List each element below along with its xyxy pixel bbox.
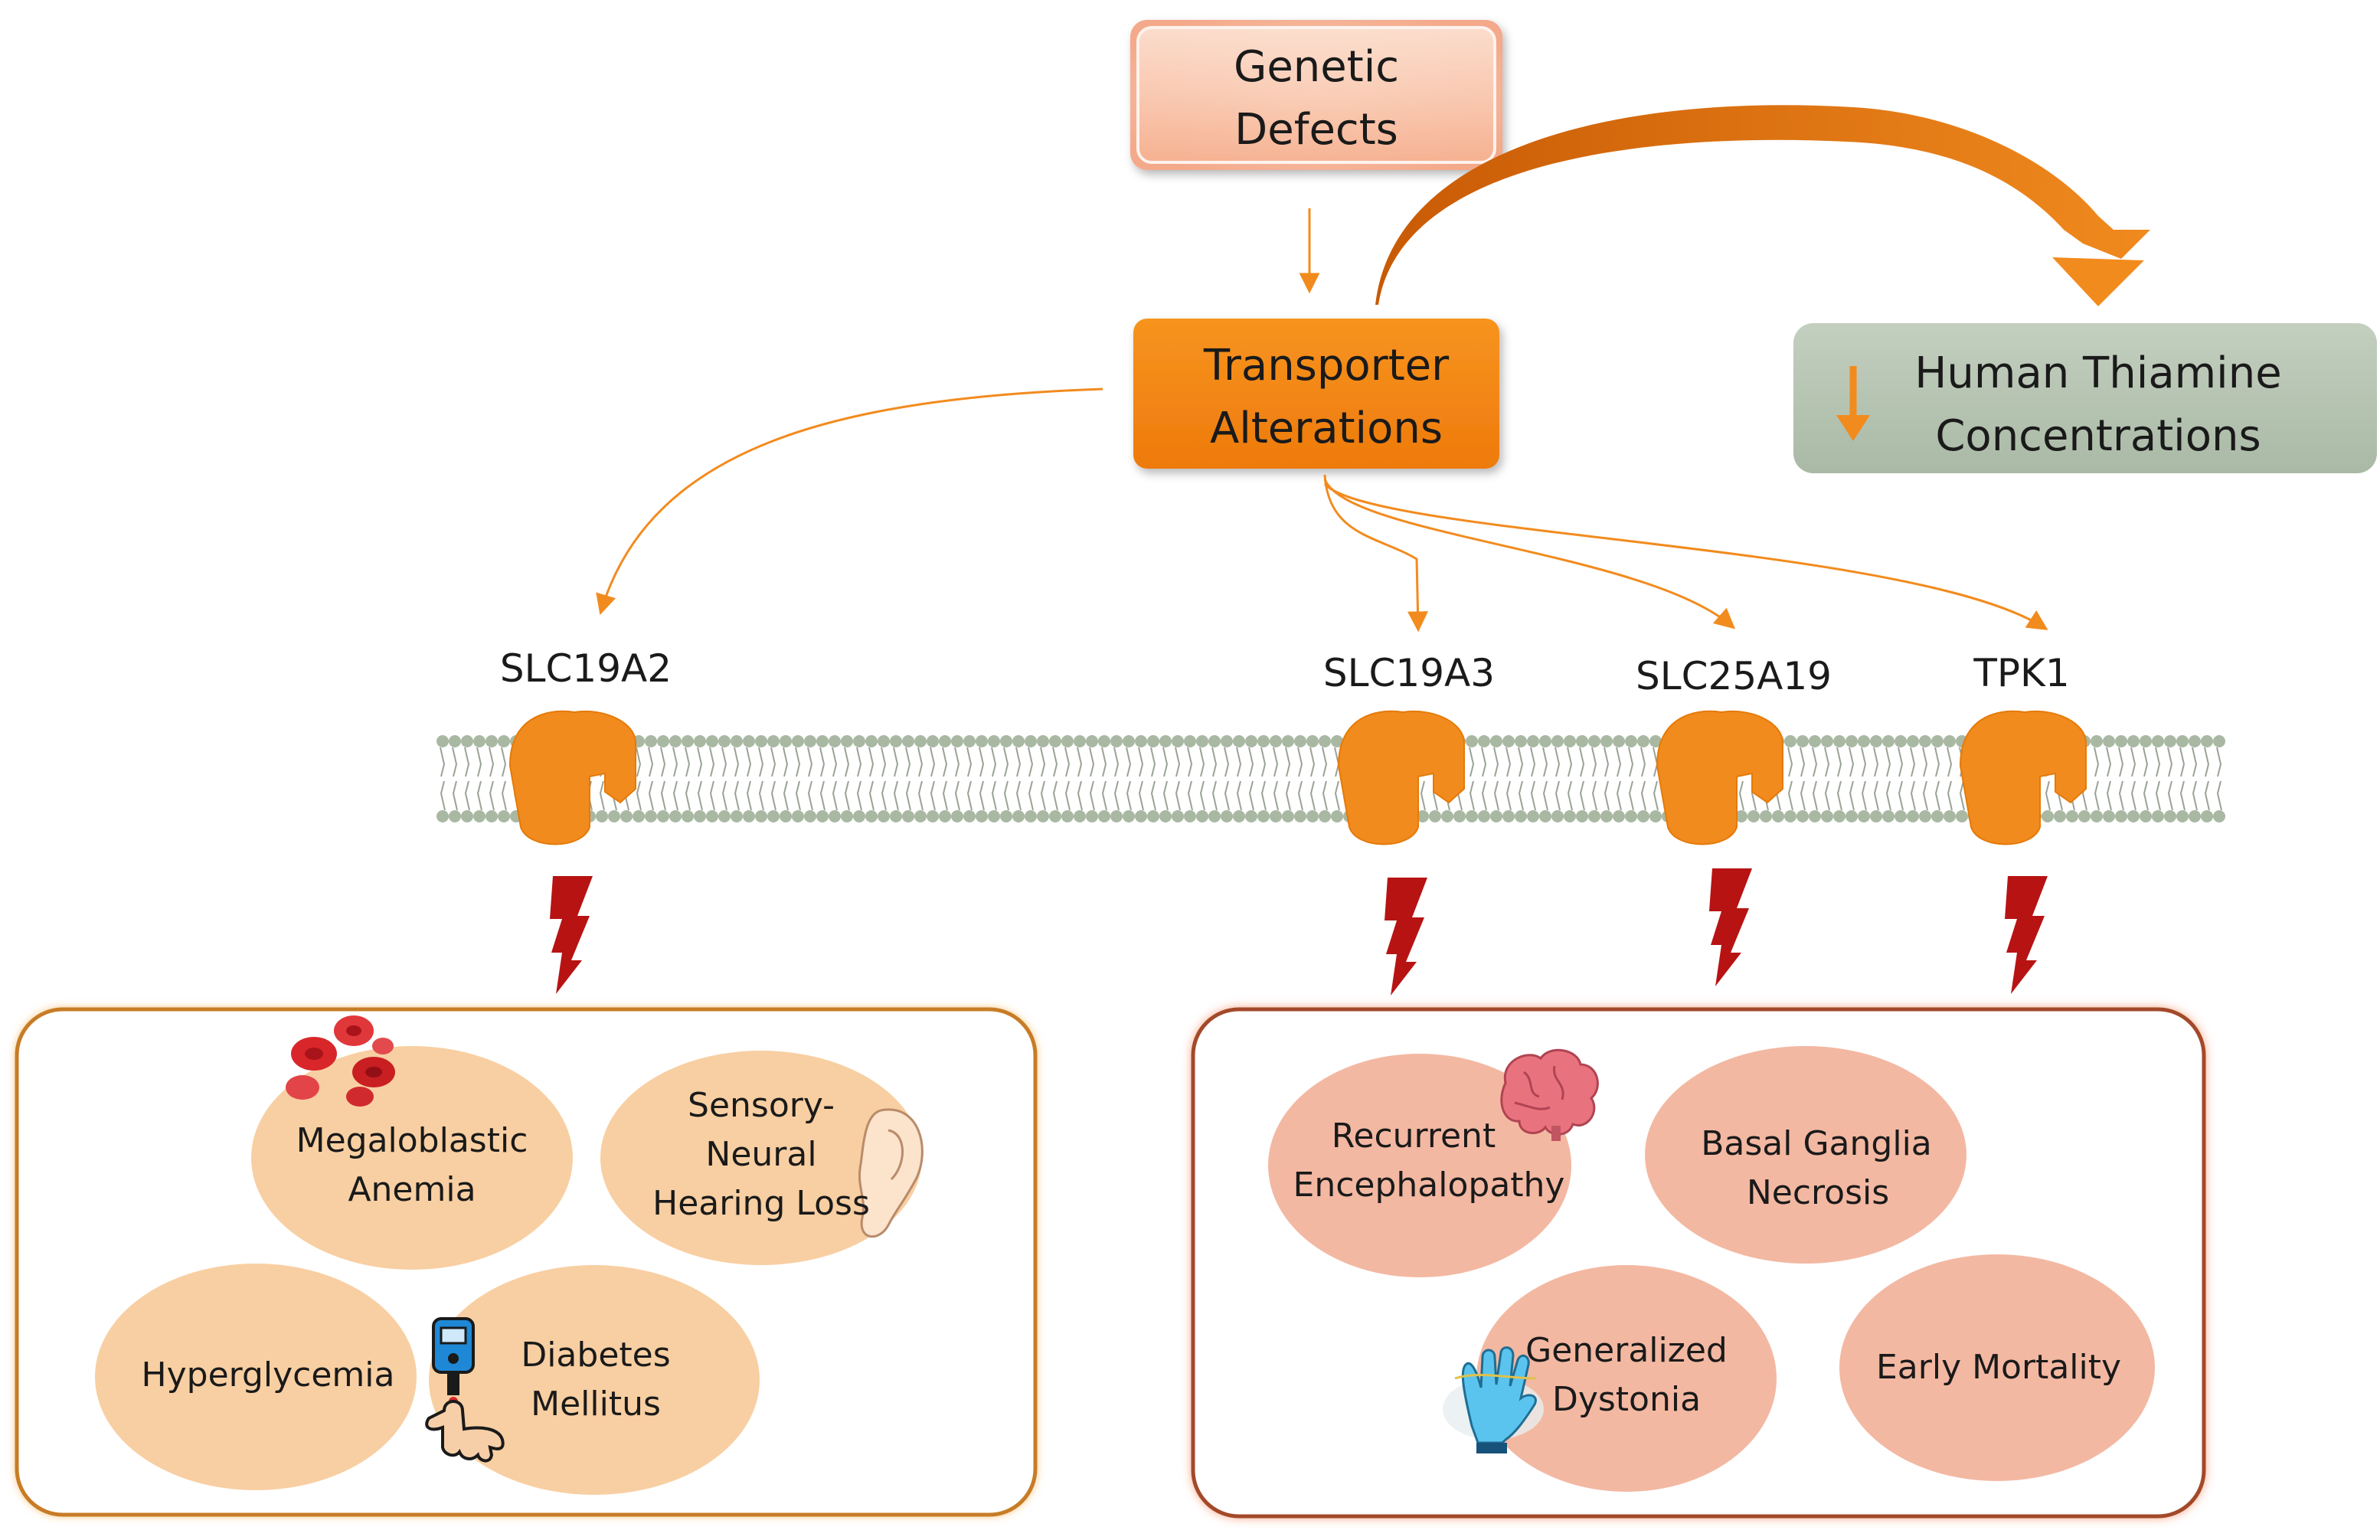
gene-label-slc19a3: SLC19A3 xyxy=(1323,651,1495,695)
arrow-to-tpk1 xyxy=(1323,483,2048,630)
protein-slc25a19 xyxy=(1656,710,1783,845)
protein-tpk1 xyxy=(1959,710,2087,845)
dystonia-line2: Dystonia xyxy=(1552,1380,1701,1419)
hearing-line2: Neural xyxy=(705,1135,816,1174)
transporter-alterations-box: Transporter Alterations xyxy=(1133,319,1499,469)
basal-line2: Necrosis xyxy=(1747,1173,1889,1212)
down-arrow-icon xyxy=(1836,366,1870,441)
ear-icon xyxy=(858,1108,924,1238)
genetic-defects-line1: Genetic xyxy=(1234,42,1399,92)
bolt-slc25a19 xyxy=(1709,868,1752,986)
megaloblastic-line2: Anemia xyxy=(348,1170,476,1209)
curved-arrow-head xyxy=(2052,257,2144,306)
protein-slc19a3 xyxy=(1337,710,1465,845)
encephalopathy-line2: Encephalopathy xyxy=(1293,1166,1565,1205)
hyperglycemia-ellipse xyxy=(95,1264,417,1490)
megaloblastic-anemia-ellipse xyxy=(251,1046,573,1270)
hearing-line1: Sensory- xyxy=(688,1086,835,1125)
bolt-tpk1 xyxy=(2005,876,2048,994)
transporter-line2: Alterations xyxy=(1210,404,1443,453)
genetic-defects-line2: Defects xyxy=(1234,105,1398,155)
encephalopathy-ellipse xyxy=(1268,1054,1571,1277)
gene-label-slc19a2: SLC19A2 xyxy=(500,646,672,691)
gene-label-slc25a19: SLC25A19 xyxy=(1636,654,1832,698)
left-disease-panel: Megaloblastic Anemia Sensory- Neural Hea… xyxy=(15,1007,1038,1517)
right-disease-panel: Recurrent Encephalopathy Basal Ganglia N… xyxy=(1191,1007,2206,1519)
diabetes-line1: Diabetes xyxy=(521,1336,670,1375)
branch-arrows xyxy=(596,387,2048,633)
basal-ganglia-ellipse xyxy=(1645,1046,1966,1264)
early-mortality-label: Early Mortality xyxy=(1876,1348,2121,1387)
curved-arrow-to-thiamine xyxy=(1375,105,2150,305)
megaloblastic-line1: Megaloblastic xyxy=(296,1121,528,1160)
brain-icon xyxy=(1500,1048,1599,1141)
basal-line1: Basal Ganglia xyxy=(1701,1124,1932,1163)
gene-label-tpk1: TPK1 xyxy=(1973,651,2069,695)
genetic-defects-box: Genetic Defects xyxy=(1130,20,1502,170)
hearing-loss-ellipse xyxy=(600,1051,922,1265)
diabetes-mellitus-ellipse xyxy=(429,1265,760,1495)
hand-glove-icon xyxy=(1443,1346,1544,1453)
glucometer-icon xyxy=(425,1317,505,1463)
diabetes-line2: Mellitus xyxy=(531,1385,661,1424)
dystonia-ellipse xyxy=(1476,1265,1777,1492)
lightning-bolts xyxy=(550,868,2048,996)
cell-membrane xyxy=(436,735,2225,822)
arrow-to-slc19a2 xyxy=(596,387,1103,616)
encephalopathy-line1: Recurrent xyxy=(1332,1117,1496,1156)
bolt-slc19a3 xyxy=(1385,878,1427,996)
thiamine-line1: Human Thiamine xyxy=(1914,348,2281,398)
hearing-line3: Hearing Loss xyxy=(652,1184,870,1223)
transporter-proteins xyxy=(508,710,2087,845)
transporter-line1: Transporter xyxy=(1203,341,1450,391)
protein-slc19a2 xyxy=(508,710,636,845)
bolt-slc19a2 xyxy=(550,876,593,994)
thiamine-box: Human Thiamine Concentrations xyxy=(1793,323,2377,473)
red-blood-cells-icon xyxy=(286,1015,395,1107)
arrow-to-slc19a3 xyxy=(1323,474,1429,633)
early-mortality-ellipse xyxy=(1839,1254,2155,1481)
hyperglycemia-label: Hyperglycemia xyxy=(142,1355,395,1395)
dystonia-line1: Generalized xyxy=(1525,1331,1728,1370)
thiamine-line2: Concentrations xyxy=(1935,411,2261,461)
arrow-to-slc25a19 xyxy=(1323,479,1736,629)
